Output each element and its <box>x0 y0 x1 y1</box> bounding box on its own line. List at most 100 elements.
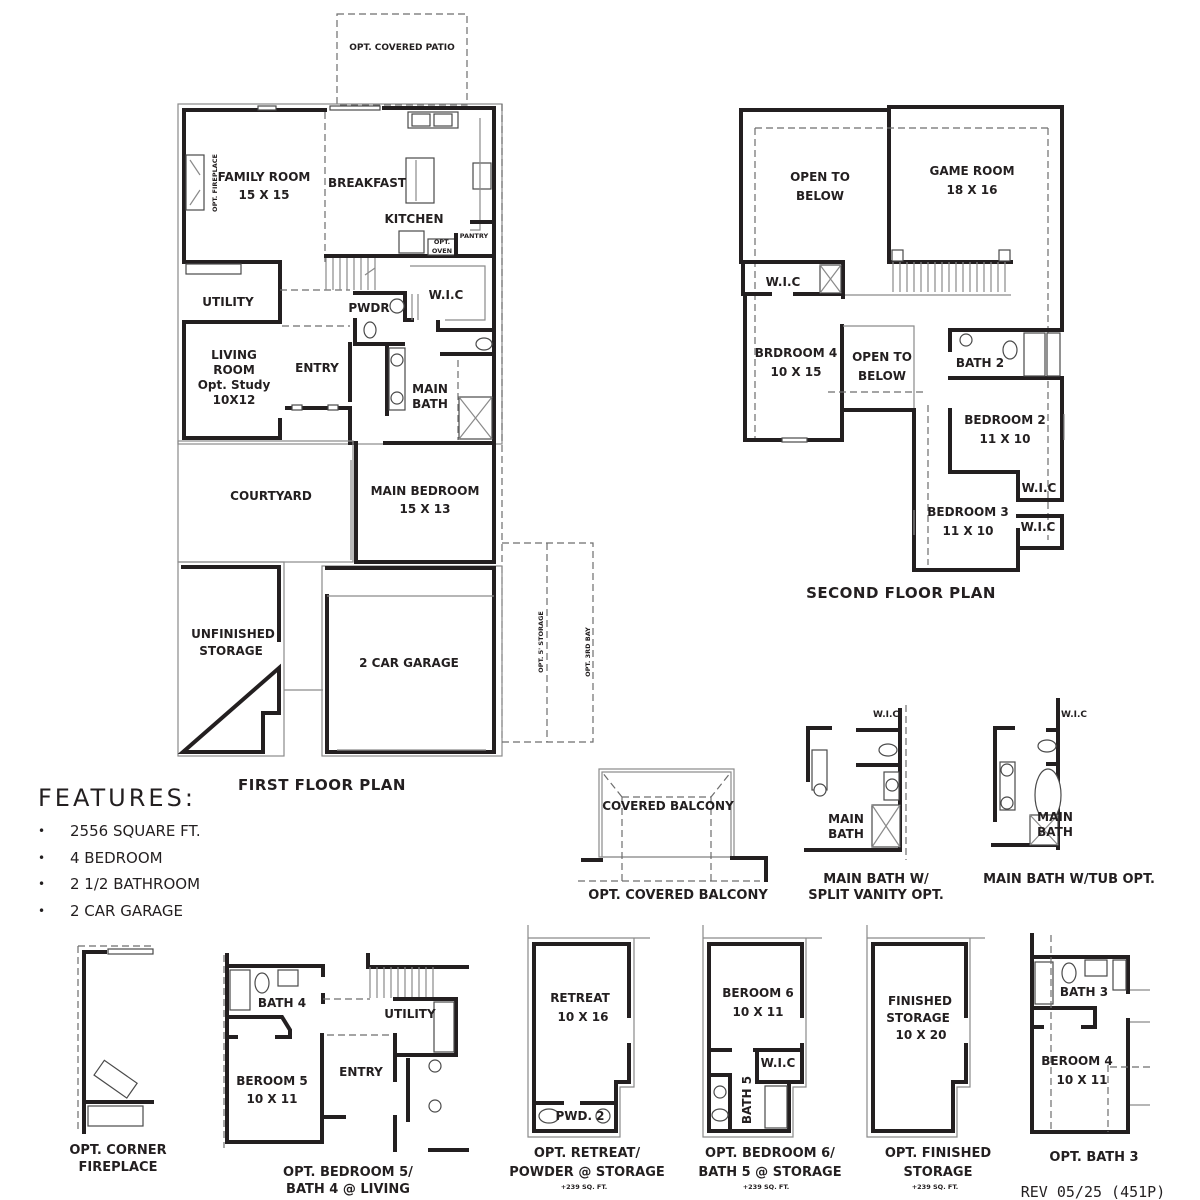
family-room-size: 15 X 15 <box>238 188 289 202</box>
bedroom-6-bath-label: BATH 5 <box>740 1076 754 1124</box>
split-vanity-caption-2: SPLIT VANITY OPT. <box>808 888 944 903</box>
bedroom-3-label: BEDROOM 3 <box>927 505 1008 519</box>
opt-finished-storage: FINISHED STORAGE 10 X 20 OPT. FINISHED S… <box>866 925 991 1191</box>
bedroom-4-label: BRDROOM 4 <box>755 346 837 360</box>
living-room-size: 10X12 <box>213 393 256 407</box>
feature-item-bedrooms: 4 BEDROOM <box>38 845 278 872</box>
feature-item-garage: 2 CAR GARAGE <box>38 898 278 925</box>
living-room-label-3: Opt. Study <box>198 378 271 392</box>
family-room-label: FAMILY ROOM <box>218 170 311 184</box>
finished-storage-size: 10 X 20 <box>895 1028 946 1042</box>
tub-room-label-2: BATH <box>1037 825 1073 839</box>
bedroom-6-sqft: +239 SQ. FT. <box>743 1183 790 1191</box>
retreat-room-label: RETREAT <box>550 991 610 1005</box>
features-panel: FEATURES: 2556 SQUARE FT. 4 BEDROOM 2 1/… <box>38 784 278 924</box>
finished-storage-label-1: FINISHED <box>888 994 952 1008</box>
bedroom-5-bath-label: BATH 4 <box>258 996 306 1010</box>
main-bath-label-2: BATH <box>412 397 448 411</box>
finished-storage-caption-1: OPT. FINISHED <box>885 1146 991 1161</box>
powder-room-label: PWDR <box>348 301 389 315</box>
opt-tub: W.I.C MAIN BATH MAIN BATH W/TUB OPT. <box>983 698 1155 887</box>
second-floor-plan: OPEN TO BELOW GAME ROOM 18 X 16 W.I.C BR… <box>739 105 1065 602</box>
bedroom-3-size: 11 X 10 <box>942 524 993 538</box>
opt-retreat: RETREAT 10 X 16 PWD. 2 OPT. RETREAT/ POW… <box>509 925 665 1191</box>
split-vanity-wic-label: W.I.C <box>873 710 899 720</box>
bedroom-5-size: 10 X 11 <box>246 1092 297 1106</box>
opt-split-vanity: W.I.C MAIN BATH MAIN BATH W/ SPLIT VANIT… <box>804 705 944 903</box>
covered-balcony-caption: OPT. COVERED BALCONY <box>588 888 768 903</box>
bedroom-6-size: 10 X 11 <box>732 1005 783 1019</box>
game-room-label: GAME ROOM <box>929 164 1014 178</box>
retreat-pwd-label: PWD. 2 <box>555 1109 604 1123</box>
retreat-size: 10 X 16 <box>557 1010 608 1024</box>
opt-3rd-bay-label: OPT. 3RD BAY <box>584 627 592 677</box>
bedroom-6-wic-label: W.I.C <box>761 1056 796 1070</box>
unfinished-storage-label-2: STORAGE <box>199 644 263 658</box>
living-room-label-1: LIVING <box>211 348 257 362</box>
wic-1-label: W.I.C <box>766 275 801 289</box>
tub-caption: MAIN BATH W/TUB OPT. <box>983 872 1155 887</box>
bedroom-6-room-label: BEROOM 6 <box>722 986 793 1000</box>
wic-label: W.I.C <box>429 288 464 302</box>
bedroom-2-size: 11 X 10 <box>979 432 1030 446</box>
kitchen-label: KITCHEN <box>384 212 443 226</box>
open-to-below-2-line2: BELOW <box>858 369 906 383</box>
opt-fireplace-label: OPT. FIREPLACE <box>211 154 219 212</box>
feature-item-sqft: 2556 SQUARE FT. <box>38 818 278 845</box>
features-list: 2556 SQUARE FT. 4 BEDROOM 2 1/2 BATHROOM… <box>38 818 278 924</box>
bedroom-6-caption-2: BATH 5 @ STORAGE <box>698 1165 841 1180</box>
tub-wic-label: W.I.C <box>1061 710 1087 720</box>
stairs <box>325 258 376 290</box>
pantry-label: PANTRY <box>460 232 489 240</box>
retreat-caption-2: POWDER @ STORAGE <box>509 1165 665 1180</box>
utility-label: UTILITY <box>202 295 254 309</box>
first-floor-title: FIRST FLOOR PLAN <box>238 776 406 794</box>
split-vanity-caption-1: MAIN BATH W/ <box>823 872 929 887</box>
opt-bath-3: BATH 3 BEROOM 4 10 X 11 OPT. BATH 3 <box>1030 933 1150 1165</box>
main-bedroom-label: MAIN BEDROOM <box>371 484 480 498</box>
opt-corner-fireplace: OPT. CORNER FIREPLACE <box>69 945 167 1175</box>
game-room-size: 18 X 16 <box>946 183 997 197</box>
retreat-sqft: +239 SQ. FT. <box>561 1183 608 1191</box>
bath-3-room-label: BEROOM 4 <box>1041 1054 1112 1068</box>
garage-label: 2 CAR GARAGE <box>359 656 459 670</box>
bedroom-5-caption-2: BATH 4 @ LIVING <box>286 1182 410 1197</box>
wic-3-label: W.I.C <box>1021 520 1056 534</box>
revision-label: REV 05/25 (451P) <box>1021 1183 1166 1200</box>
entry-label: ENTRY <box>295 361 339 375</box>
retreat-caption-1: OPT. RETREAT/ <box>534 1146 641 1161</box>
features-title: FEATURES: <box>38 784 196 812</box>
feature-item-bathrooms: 2 1/2 BATHROOM <box>38 871 278 898</box>
bedroom-5-utility-label: UTILITY <box>384 1007 436 1021</box>
bath-2-label: BATH 2 <box>956 356 1004 370</box>
bedroom-5-entry-label: ENTRY <box>339 1065 383 1079</box>
tub-room-label-1: MAIN <box>1037 810 1073 824</box>
split-vanity-room-label-1: MAIN <box>828 812 864 826</box>
open-to-below-1-line2: BELOW <box>796 189 844 203</box>
bath-3-label: BATH 3 <box>1060 985 1108 999</box>
second-floor-title: SECOND FLOOR PLAN <box>806 584 996 602</box>
corner-fireplace-caption-2: FIREPLACE <box>79 1160 158 1175</box>
finished-storage-caption-2: STORAGE <box>904 1165 973 1180</box>
bath-3-size: 10 X 11 <box>1056 1073 1107 1087</box>
breakfast-label: BREAKFAST <box>328 176 407 190</box>
wic-2-label: W.I.C <box>1022 481 1057 495</box>
covered-balcony-label: COVERED BALCONY <box>602 799 734 813</box>
unfinished-storage-label-1: UNFINISHED <box>191 627 275 641</box>
opt-oven-label-1: OPT. <box>434 238 450 246</box>
corner-fireplace-caption-1: OPT. CORNER <box>69 1143 166 1158</box>
opt-bedroom-5: BATH 4 UTILITY BEROOM 5 10 X 11 ENTRY OP… <box>223 953 469 1197</box>
bath-3-caption: OPT. BATH 3 <box>1049 1150 1138 1165</box>
bedroom-5-caption-1: OPT. BEDROOM 5/ <box>283 1165 413 1180</box>
open-to-below-1-line1: OPEN TO <box>790 170 850 184</box>
bedroom-6-caption-1: OPT. BEDROOM 6/ <box>705 1146 835 1161</box>
finished-storage-sqft: +239 SQ. FT. <box>912 1183 959 1191</box>
opt-covered-patio-outline <box>336 13 468 106</box>
main-bath-label-1: MAIN <box>412 382 448 396</box>
courtyard-label: COURTYARD <box>230 489 312 503</box>
living-room-label-2: ROOM <box>213 363 255 377</box>
bedroom-4-size: 10 X 15 <box>770 365 821 379</box>
bedroom-5-room-label: BEROOM 5 <box>236 1074 307 1088</box>
opt-oven-label-2: OVEN <box>432 247 452 255</box>
